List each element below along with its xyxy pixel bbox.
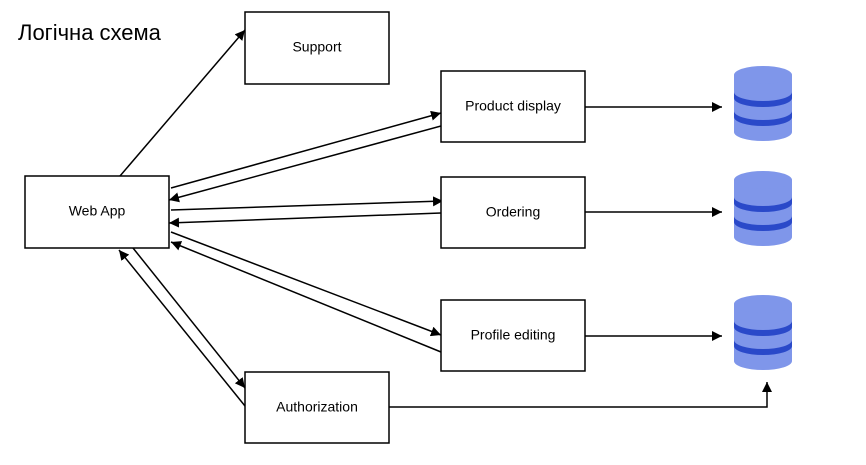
node-authorization[interactable]: Authorization — [244, 371, 390, 444]
node-authorization-label: Authorization — [276, 399, 358, 415]
node-ordering[interactable]: Ordering — [440, 176, 586, 249]
node-support-label: Support — [292, 39, 341, 55]
edge-webapp-to-product-display — [170, 110, 442, 189]
edge-authorization-to-db3 — [389, 382, 772, 408]
edge-webapp-to-ordering — [170, 196, 444, 211]
node-ordering-label: Ordering — [486, 204, 540, 220]
database-icon — [734, 171, 792, 246]
edge-product-display-to-webapp — [168, 125, 442, 203]
node-profile-editing[interactable]: Profile editing — [440, 299, 586, 372]
edge-ordering-to-webapp — [168, 212, 442, 228]
edge-webapp-to-profile-editing — [170, 231, 442, 337]
node-support[interactable]: Support — [244, 11, 390, 85]
edge-webapp-to-authorization — [132, 247, 246, 389]
node-product-display-label: Product display — [465, 98, 561, 114]
node-web-app[interactable]: Web App — [24, 175, 170, 249]
diagram-title: Логічна схема — [18, 20, 161, 45]
database-icon — [734, 295, 792, 370]
database-icon — [734, 66, 792, 141]
edge-webapp-to-support — [119, 29, 246, 177]
edge-authorization-to-webapp — [118, 249, 246, 407]
connectors — [118, 29, 772, 408]
edge-profile-editing-to-webapp — [170, 241, 442, 353]
node-profile-editing-label: Profile editing — [471, 327, 556, 343]
node-product-display[interactable]: Product display — [440, 70, 586, 143]
node-web-app-label: Web App — [69, 203, 126, 219]
